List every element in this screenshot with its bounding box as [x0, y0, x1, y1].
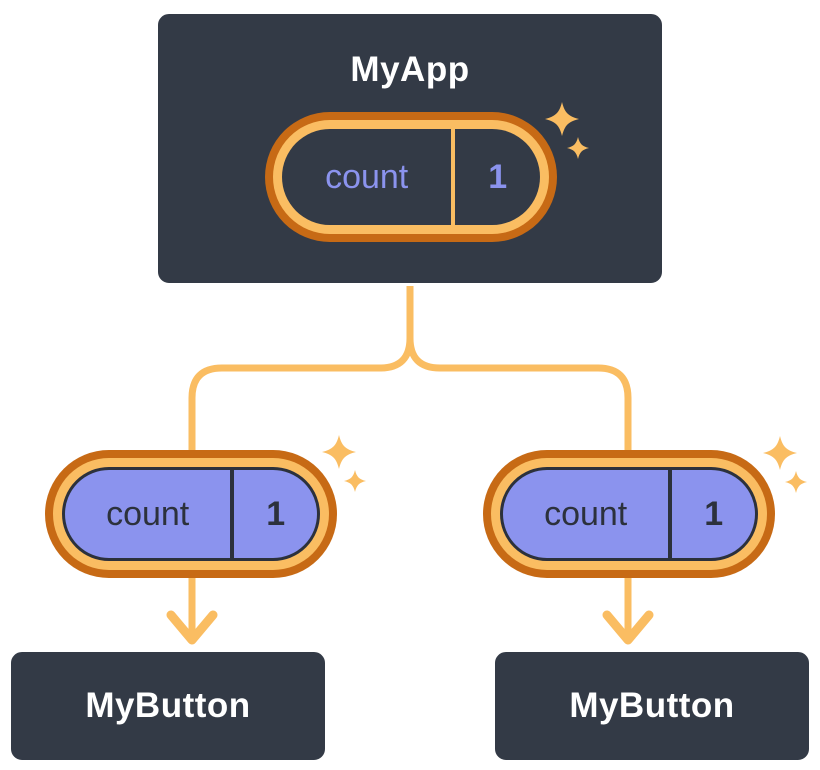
branch-line-right — [406, 284, 632, 452]
component-box-mybutton-right: MyButton — [492, 649, 812, 763]
branch-line-left — [188, 284, 414, 452]
state-pill-root-ring: count 1 — [273, 120, 549, 234]
state-pill-divider — [230, 470, 235, 558]
state-pill-root: count 1 — [265, 112, 557, 242]
component-title-mybutton-left: MyButton — [85, 686, 251, 725]
state-pill-right-body: count 1 — [500, 467, 758, 561]
arrow-head-left-icon — [166, 610, 218, 645]
component-title-mybutton-right: MyButton — [569, 686, 735, 725]
arrow-head-right-icon — [602, 610, 654, 645]
sparkle-icon — [763, 436, 807, 493]
state-name-right: count — [544, 494, 628, 533]
state-pill-divider — [668, 470, 673, 558]
state-value-left: 1 — [266, 494, 286, 533]
sparkle-icon — [322, 435, 366, 492]
state-pill-right: count 1 — [483, 450, 775, 578]
state-pill-left: count 1 — [45, 450, 337, 578]
component-box-mybutton-left: MyButton — [8, 649, 328, 763]
component-title-myapp: MyApp — [350, 50, 470, 89]
state-pill-divider — [451, 129, 456, 225]
state-value-right: 1 — [704, 494, 724, 533]
state-pill-left-body: count 1 — [62, 467, 320, 561]
state-name-left: count — [106, 494, 190, 533]
state-pill-root-body: count 1 — [282, 129, 540, 225]
sparkle-icon — [545, 102, 589, 159]
state-value-root: 1 — [488, 157, 508, 196]
state-pill-right-ring: count 1 — [491, 458, 767, 570]
state-name-root: count — [325, 157, 409, 196]
state-pill-left-ring: count 1 — [53, 458, 329, 570]
